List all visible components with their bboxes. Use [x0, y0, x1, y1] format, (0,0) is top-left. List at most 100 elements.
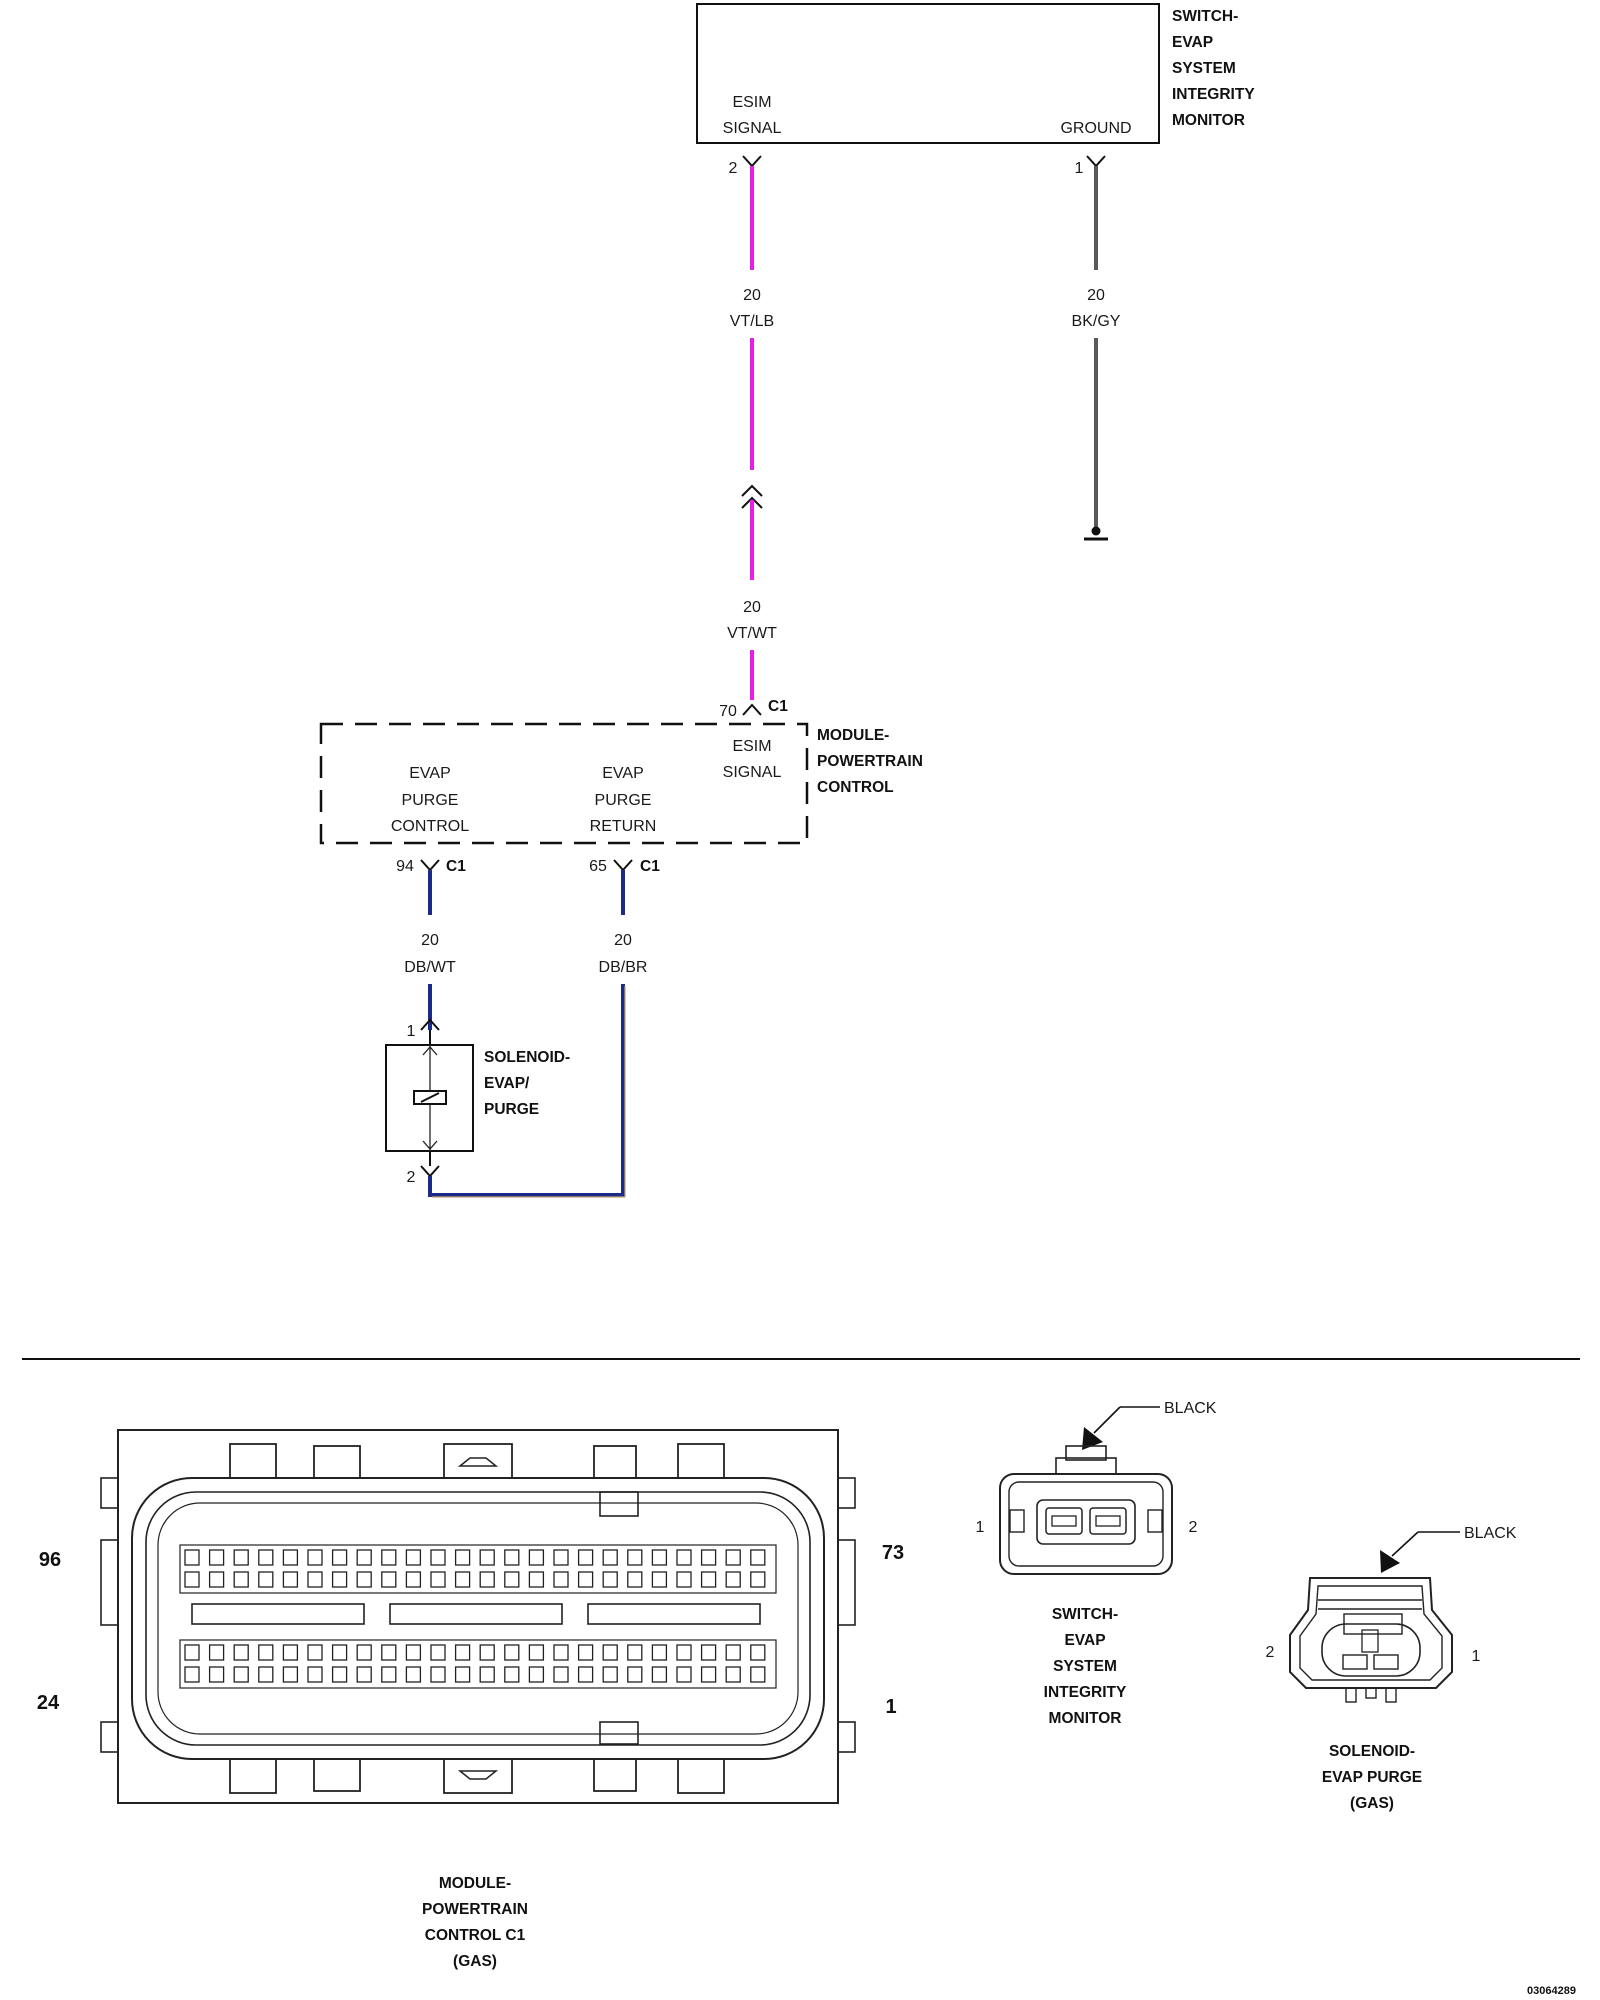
pcm-c1-latch-tab: [229, 1758, 277, 1794]
pcm-c1-pin-cavity: [454, 1666, 471, 1683]
solenoid-pin1-terminal: [420, 1018, 440, 1031]
pcm-c1-pin-cavity: [676, 1666, 692, 1683]
switch-ground-label: GROUND: [1060, 120, 1131, 137]
pcm-c1-rib: [191, 1603, 365, 1625]
pcm-c1-pin-cavity: [651, 1644, 668, 1661]
pcm-c1-key-notch: [457, 1770, 499, 1780]
pcm-c1-caption-1: MODULE-: [439, 1875, 511, 1892]
switch-pin1-number: 1: [1075, 160, 1084, 177]
pcm-c1-pin-cavity: [331, 1666, 348, 1683]
pcm-c1-pin-cavity: [381, 1644, 397, 1661]
pcm-c1-pin-24-label: 24: [37, 1692, 60, 1714]
solenoid-component: 1 2 SOLENOID- EVAP/ PURGE: [385, 1018, 570, 1195]
pcm-c1-pin-cavity: [233, 1644, 249, 1661]
solenoid-connector-inner: [1299, 1585, 1443, 1681]
wire-vt-wt-color: VT/WT: [727, 625, 777, 642]
wire-vt-wt-gauge: 20: [743, 599, 761, 616]
pcm-c1-pin-cavity: [184, 1666, 200, 1683]
pcm-c1-pin-cavity: [577, 1644, 594, 1661]
switch-connector-caption-3: SYSTEM: [1053, 1658, 1117, 1675]
wire-db-wt-gauge: 20: [421, 932, 439, 949]
switch-connector-side-rib: [1009, 1509, 1025, 1533]
pcm-c1-pin-cavity: [479, 1549, 495, 1566]
pcm-c1-pin-cavity: [430, 1571, 446, 1588]
purge-wires: 20 DB/WT 20 DB/BR: [404, 870, 647, 1198]
pcm-c1-pin-cavity: [504, 1571, 520, 1588]
pcm-c1-pin-cavity: [651, 1549, 668, 1566]
pcm-c1-pin-cavity: [504, 1549, 520, 1566]
pcm-c1-pin-cavity: [208, 1549, 225, 1566]
solenoid-connector-body: [1289, 1577, 1453, 1689]
pcm-c1-latch-tab: [313, 1758, 361, 1792]
pcm-c1-pin-cavity: [258, 1666, 274, 1683]
pcm-c1-pin-cavity: [307, 1571, 323, 1588]
solenoid-title-1: SOLENOID-: [484, 1049, 570, 1066]
switch-connector-color-label: BLACK: [1164, 1400, 1217, 1417]
pcm-c1-connector-view: 96 73 24 1 MODULE- POWERTRAIN CONTROL C1…: [37, 1429, 904, 1970]
pcm-c1-pin-96-label: 96: [39, 1549, 61, 1571]
pcm-c1-pin-cavity: [528, 1571, 545, 1588]
pcm-c1-ear: [837, 1539, 856, 1626]
pcm-c1-pin-cavity: [700, 1666, 717, 1683]
pcm-c1-pin-cavity: [750, 1549, 766, 1566]
pcm-c1-pin-cavity: [258, 1549, 274, 1566]
switch-connector-latch: [1065, 1445, 1107, 1461]
pcm-c1-pin-cavity: [184, 1644, 200, 1661]
pcm-c1-pin-cavity: [602, 1644, 618, 1661]
pcm-c1-caption-4: (GAS): [453, 1953, 497, 1970]
pcm-c1-pin-cavity: [553, 1644, 569, 1661]
switch-connector-terminal-1: [1051, 1515, 1077, 1527]
pcm-c1-pin-cavity: [553, 1549, 569, 1566]
pcm-c1-latch-tab: [593, 1758, 637, 1792]
pcm-c1-pin-cavity: [577, 1666, 594, 1683]
switch-title-4: INTEGRITY: [1172, 86, 1255, 103]
pcm-c1-pin-cavity: [356, 1644, 372, 1661]
switch-evap-component: ESIM SIGNAL GROUND SWITCH- EVAP SYSTEM I…: [696, 3, 1255, 177]
pcm-pin94-number: 94: [396, 858, 414, 875]
pcm-purge-return-label-3: RETURN: [590, 818, 657, 835]
pcm-pin70-terminal: [742, 703, 762, 716]
pcm-c1-pin-cavity: [725, 1549, 741, 1566]
solenoid-connector-caption-3: (GAS): [1350, 1795, 1394, 1812]
pcm-c1-pin-cavity: [627, 1644, 643, 1661]
switch-connector-side-rib: [1147, 1509, 1163, 1533]
pcm-c1-cavity-frame-bottom: [179, 1639, 777, 1689]
pcm-c1-pin-cavity: [479, 1666, 495, 1683]
pcm-c1-pin-cavity: [553, 1571, 569, 1588]
switch-connector-cavity-2: [1089, 1507, 1127, 1535]
esim-signal-wire: 20 VT/LB 20 VT/WT 70 C1: [719, 166, 788, 720]
switch-connector-cavity-block: [1036, 1499, 1136, 1545]
pcm-c1-latch-tab: [593, 1445, 637, 1479]
pcm-c1-pin-cavity: [700, 1644, 717, 1661]
switch-connector-caption-4: INTEGRITY: [1044, 1684, 1127, 1701]
pcm-purge-return-label-1: EVAP: [602, 765, 644, 782]
switch-pin1-terminal: [1086, 155, 1106, 168]
pcm-c1-pin-cavity: [725, 1571, 741, 1588]
pcm-c1-pin-cavity: [750, 1666, 766, 1683]
pcm-pin65-terminal: [613, 859, 633, 872]
pcm-c1-latch-tab: [677, 1758, 725, 1794]
pcm-c1-pin-cavity: [208, 1666, 225, 1683]
switch-connector-inner: [1008, 1481, 1164, 1567]
pcm-c1-pin-cavity: [282, 1571, 299, 1588]
pcm-c1-pin-cavity: [307, 1644, 323, 1661]
pcm-c1-pin-cavity: [405, 1644, 422, 1661]
pcm-c1-pin-cavity: [676, 1571, 692, 1588]
solenoid-connector-cavity-block: [1321, 1623, 1421, 1677]
pcm-c1-polarizer: [599, 1721, 639, 1745]
pcm-c1-pin-cavity: [356, 1571, 372, 1588]
pcm-c1-rib: [389, 1603, 563, 1625]
switch-title-3: SYSTEM: [1172, 60, 1236, 77]
solenoid-title-3: PURGE: [484, 1101, 539, 1118]
pcm-c1-caption-2: POWERTRAIN: [422, 1901, 528, 1918]
pcm-c1-pin-cavity: [479, 1644, 495, 1661]
pcm-c1-pin-cavity: [258, 1571, 274, 1588]
pcm-c1-pin-cavity: [700, 1549, 717, 1566]
solenoid-connector-view: BLACK 2 1 SOLENOID- EVAP PURGE (GAS): [1266, 1525, 1517, 1812]
pcm-pin70-number: 70: [719, 703, 737, 720]
solenoid-pin1-number: 1: [407, 1023, 416, 1040]
pcm-c1-pin-cavity: [528, 1549, 545, 1566]
pcm-c1-body-outline: [117, 1429, 839, 1804]
solenoid-connector-cavity-1: [1373, 1654, 1399, 1670]
pcm-c1-pin-cavity: [208, 1644, 225, 1661]
